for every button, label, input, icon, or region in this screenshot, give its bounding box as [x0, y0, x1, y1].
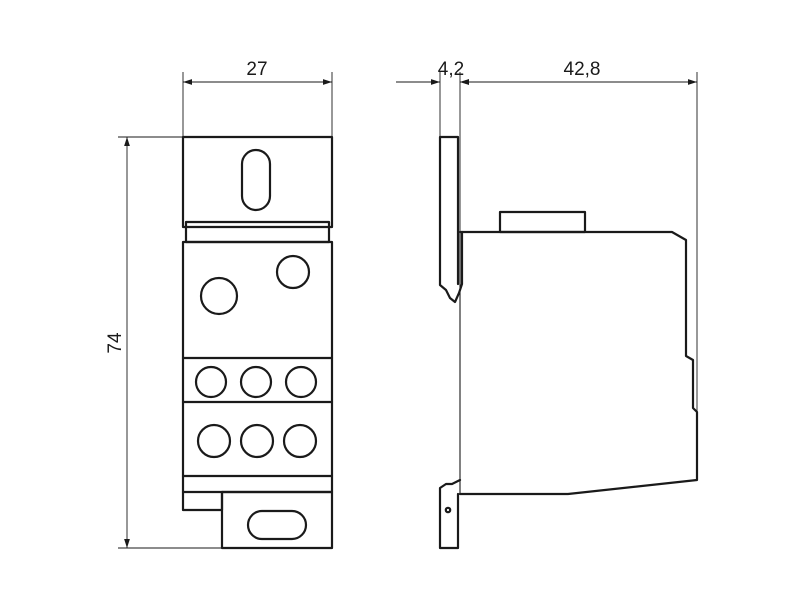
dim-label-height: 74 — [105, 332, 126, 354]
terminal-hole — [282, 423, 318, 459]
dim-label-depth: 42,8 — [564, 59, 601, 80]
terminal-hole — [284, 365, 318, 399]
front-hole-large — [199, 276, 239, 316]
front-shoulder-strip — [184, 220, 331, 244]
front-bottom-slot — [246, 509, 308, 541]
front-bottom-clip — [181, 490, 224, 512]
side-view — [438, 135, 699, 550]
front-top-plate — [181, 135, 334, 229]
side-main-body — [458, 230, 699, 496]
side-top-cap — [498, 210, 587, 234]
front-view — [181, 135, 334, 550]
front-hole-small — [275, 254, 311, 290]
dim-label-offset: 4,2 — [438, 59, 464, 80]
side-rail-screw — [444, 506, 452, 514]
terminal-hole — [239, 365, 273, 399]
terminal-hole — [194, 365, 228, 399]
terminal-hole — [196, 423, 232, 459]
dim-label-width: 27 — [246, 59, 267, 80]
terminal-hole — [239, 423, 275, 459]
dimension-lines: 27 74 4,2 42,8 — [105, 59, 698, 549]
side-rail-upper — [438, 135, 464, 304]
side-rail-lower — [438, 478, 462, 550]
front-bottom-foot — [220, 490, 334, 550]
front-top-slot — [240, 148, 272, 212]
